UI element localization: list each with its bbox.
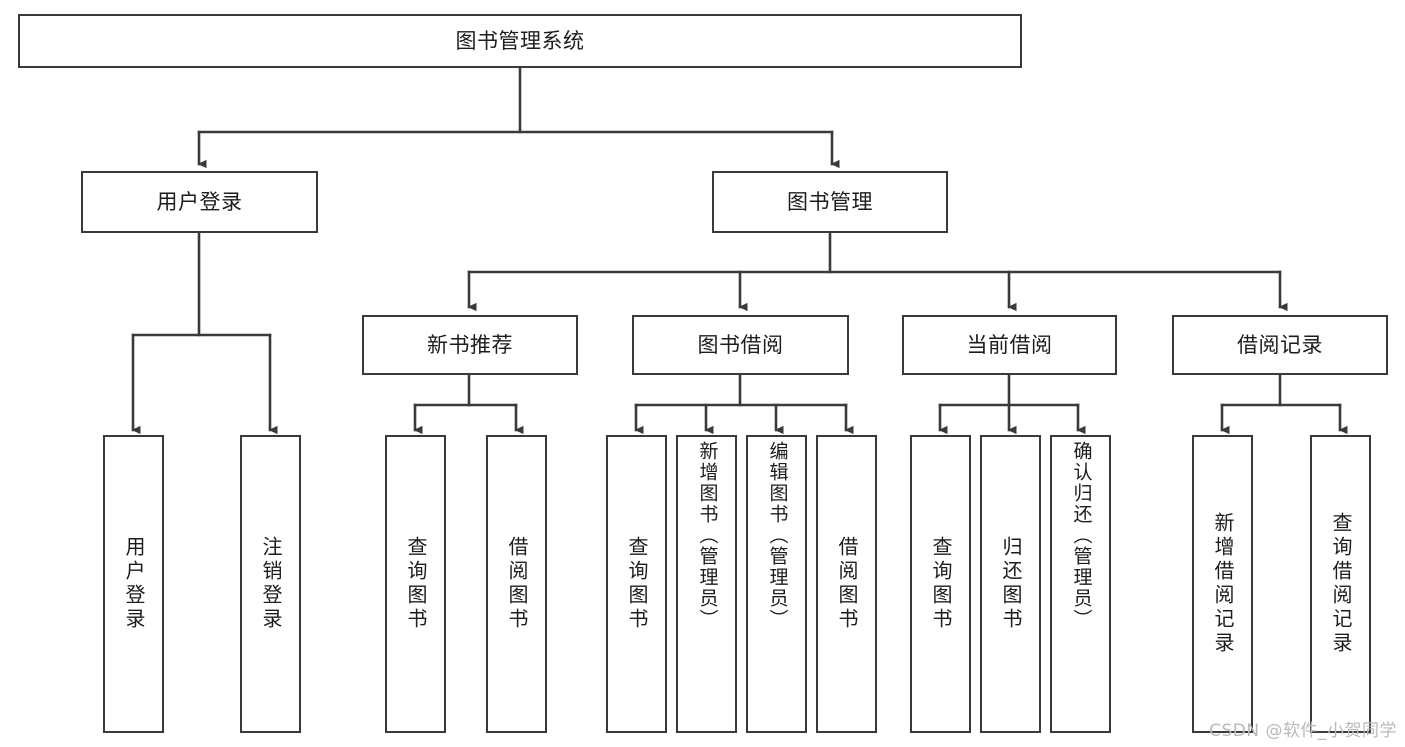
node-label: 当前借阅 <box>966 332 1053 357</box>
leaf-borrow-record-add-record[interactable]: 新增借阅记录 <box>1192 435 1253 733</box>
node-label: 查询图书 <box>625 536 649 632</box>
node-label: 查询图书 <box>404 536 428 632</box>
node-label: 用户登录 <box>122 536 146 632</box>
node-label: 新增图书（管理员） <box>696 441 719 630</box>
leaf-book-borrow-query-books[interactable]: 查询图书 <box>606 435 667 733</box>
leaf-current-borrow-query-books[interactable]: 查询图书 <box>910 435 971 733</box>
node-label: 图书管理 <box>787 189 873 214</box>
node-label: 查询借阅记录 <box>1329 512 1353 656</box>
leaf-current-borrow-return-books[interactable]: 归还图书 <box>980 435 1041 733</box>
leaf-borrow-record-query-record[interactable]: 查询借阅记录 <box>1310 435 1371 733</box>
watermark-text: CSDN @软件_小贺同学 <box>1209 721 1397 741</box>
leaf-user-login-logout[interactable]: 注销登录 <box>240 435 301 733</box>
leaf-current-borrow-confirm-return-admin[interactable]: 确认归还（管理员） <box>1050 435 1111 733</box>
node-book-borrowing[interactable]: 图书借阅 <box>632 315 849 375</box>
node-label: 确认归还（管理员） <box>1070 441 1093 630</box>
leaf-new-book-query-books[interactable]: 查询图书 <box>385 435 446 733</box>
node-label: 编辑图书（管理员） <box>766 441 789 630</box>
leaf-book-borrow-borrow-books[interactable]: 借阅图书 <box>816 435 877 733</box>
node-current-borrowing[interactable]: 当前借阅 <box>902 315 1117 375</box>
node-label: 查询图书 <box>929 536 953 632</box>
node-user-login[interactable]: 用户登录 <box>81 171 318 233</box>
node-label: 归还图书 <box>999 536 1023 632</box>
leaf-book-borrow-add-book-admin[interactable]: 新增图书（管理员） <box>676 435 737 733</box>
leaf-book-borrow-edit-book-admin[interactable]: 编辑图书（管理员） <box>746 435 807 733</box>
leaf-new-book-borrow-books[interactable]: 借阅图书 <box>486 435 547 733</box>
node-label: 注销登录 <box>259 536 283 632</box>
node-book-management[interactable]: 图书管理 <box>712 171 948 233</box>
node-label: 借阅记录 <box>1237 332 1323 357</box>
node-root-library-management-system[interactable]: 图书管理系统 <box>18 14 1022 68</box>
node-label: 图书管理系统 <box>455 28 585 53</box>
node-label: 新书推荐 <box>427 332 513 357</box>
leaf-user-login-login[interactable]: 用户登录 <box>103 435 164 733</box>
node-borrowing-record[interactable]: 借阅记录 <box>1172 315 1388 375</box>
node-label: 借阅图书 <box>835 536 859 632</box>
node-label: 新增借阅记录 <box>1211 512 1235 656</box>
node-label: 用户登录 <box>156 189 243 214</box>
node-label: 借阅图书 <box>505 536 529 632</box>
node-label: 图书借阅 <box>697 332 784 357</box>
node-new-book-recommendation[interactable]: 新书推荐 <box>362 315 578 375</box>
